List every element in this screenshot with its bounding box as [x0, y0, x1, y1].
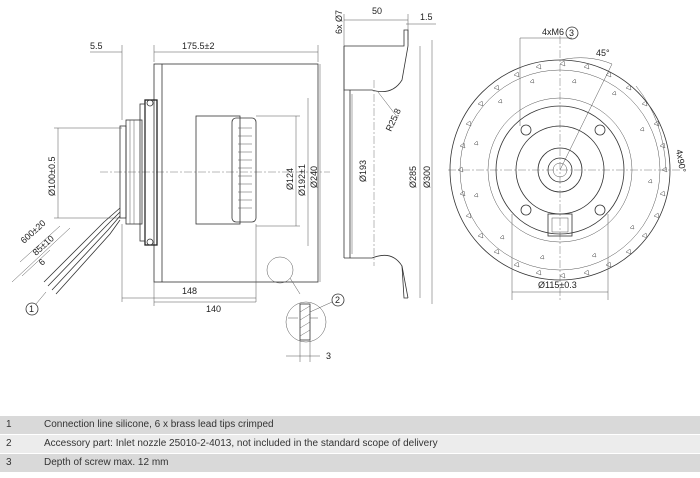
callout-2: [331, 293, 345, 307]
note-number: 1: [6, 419, 12, 430]
blade-pattern: [457, 60, 668, 279]
note-row-3: 3 Depth of screw max. 12 mm: [0, 454, 700, 473]
callout-2-label: 2: [335, 295, 340, 305]
note-number: 2: [6, 438, 12, 449]
dim-148: 148: [182, 286, 197, 296]
dim-193: Ø193: [358, 160, 368, 182]
notes-table: 1 Connection line silicone, 6 x brass le…: [0, 416, 700, 473]
note-text: Depth of screw max. 12 mm: [44, 457, 169, 468]
dim-50: 50: [372, 6, 382, 16]
dim-115: Ø115±0.3: [538, 280, 577, 290]
note-row-1: 1 Connection line silicone, 6 x brass le…: [0, 416, 700, 435]
dim-140: 140: [206, 304, 221, 314]
dim-124: Ø124: [285, 168, 295, 190]
dim-4xm6: 4xM6: [542, 27, 564, 37]
dim-4x90: 4x90°: [674, 149, 688, 174]
callout-3-label: 3: [569, 28, 574, 38]
detail-view: 3 2: [285, 293, 345, 362]
dim-6: 6: [37, 257, 47, 268]
callout-1: [25, 302, 39, 316]
connection-cable: [43, 207, 121, 295]
note-row-2: 2 Accessory part: Inlet nozzle 25010-2-4…: [0, 435, 700, 454]
dim-5-5: 5.5: [90, 41, 103, 51]
rotor-fins: [238, 127, 252, 209]
dim-100: Ø100±0.5: [47, 157, 57, 196]
callout-3: [565, 26, 579, 40]
technical-drawing: 5.5 175.5±2: [11, 6, 688, 362]
dim-175-5: 175.5±2: [182, 41, 214, 51]
dim-240: Ø240: [309, 166, 319, 188]
callout-1-label: 1: [29, 304, 34, 314]
dim-r25-8: R25.8: [384, 107, 403, 133]
inlet-nozzle-section: 50 1.5 6x Ø7 R25.8 Ø193 Ø285 Ø300: [334, 6, 436, 304]
side-view: 5.5 175.5±2: [11, 41, 330, 316]
dim-285: Ø285: [408, 166, 418, 188]
dim-300: Ø300: [422, 166, 432, 188]
note-text: Connection line silicone, 6 x brass lead…: [44, 419, 274, 430]
dim-6x7: 6x Ø7: [334, 10, 344, 34]
note-text: Accessory part: Inlet nozzle 25010-2-401…: [44, 438, 438, 449]
dim-1-5: 1.5: [420, 12, 433, 22]
dim-3: 3: [326, 351, 331, 361]
front-view: 4xM6 3 45° 4x90° Ø115±0.3: [448, 26, 688, 300]
dim-45: 45°: [596, 48, 610, 58]
note-number: 3: [6, 457, 12, 468]
dim-192: Ø192±1: [297, 164, 307, 196]
